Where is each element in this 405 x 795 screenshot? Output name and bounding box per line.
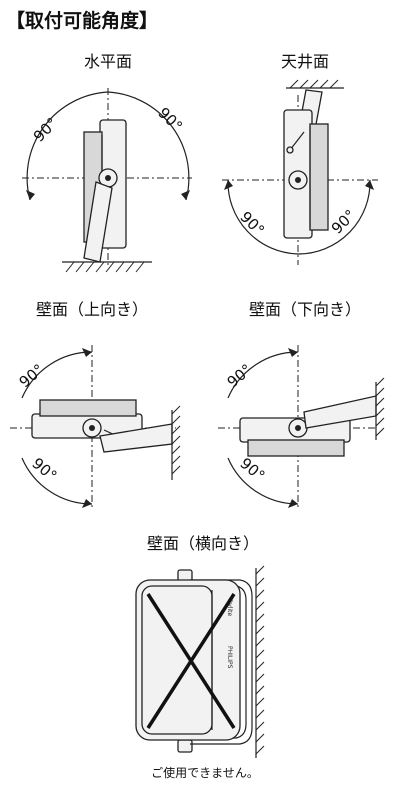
angle-label: 90° [30, 114, 62, 146]
label-horizontal: 水平面 [83, 52, 133, 71]
angle-label: 90° [224, 360, 256, 391]
label-ceiling: 天井面 [280, 52, 330, 71]
diagram-ceiling: 90° 90° [222, 79, 378, 265]
brand-top-text: Trylite [226, 597, 233, 616]
label-wall-side: 壁面（横向き） [146, 534, 260, 553]
diagram-wall-up: 90° 90° [10, 345, 181, 510]
cross-mark [146, 593, 236, 729]
diagram-horizontal: 90° 90° [22, 88, 192, 273]
angle-label: 90° [28, 454, 60, 485]
angle-label: 90° [328, 206, 360, 238]
angle-label: 90° [16, 360, 48, 391]
label-wall-up: 壁面（上向き） [35, 300, 149, 319]
angle-label: 90° [154, 104, 186, 136]
not-usable-note: ご使用できません。 [151, 766, 259, 780]
diagram-wall-down: 90° 90° [218, 345, 385, 510]
diagram-wall-side: Trylite PHILIPS [135, 565, 265, 758]
brand-side-text: PHILIPS [226, 646, 233, 669]
section-heading: 【取付可能角度】 [6, 10, 159, 32]
angle-label: 90° [236, 208, 268, 240]
angle-label: 90° [236, 454, 268, 485]
label-wall-down: 壁面（下向き） [248, 300, 362, 319]
